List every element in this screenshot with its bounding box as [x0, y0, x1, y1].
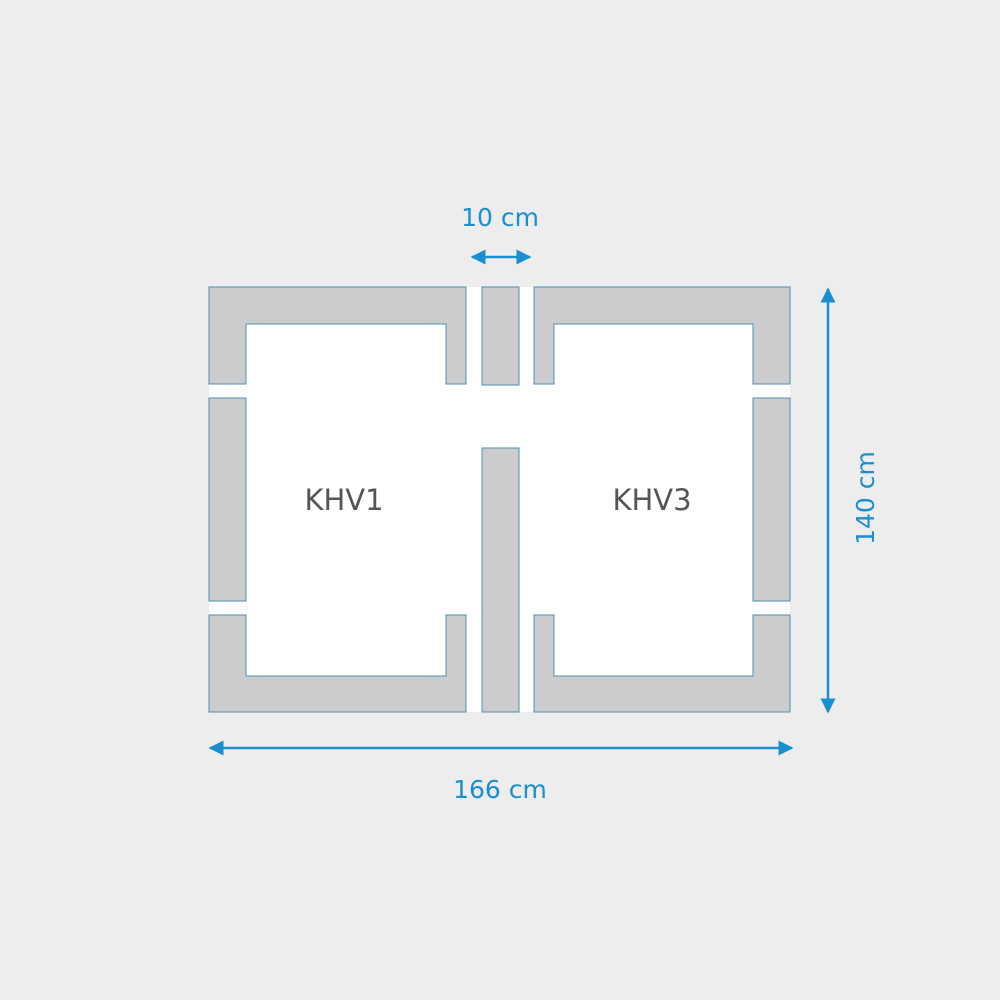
unit-label-right: KHV3 [612, 483, 691, 517]
left-side-piece [208, 397, 247, 602]
middle-connector [481, 286, 520, 713]
left-top-piece [208, 286, 467, 385]
width-dimension: 166 cm [208, 740, 794, 804]
right-top-piece [533, 286, 791, 385]
middle-bottom-piece [481, 447, 520, 713]
height-dimension-label: 140 cm [851, 451, 880, 545]
gap-dimension-label: 10 cm [461, 203, 539, 232]
left-bottom-piece [208, 614, 467, 713]
left-frame [208, 286, 467, 713]
width-dimension-label: 166 cm [453, 775, 547, 804]
gap-dimension: 10 cm [461, 203, 539, 265]
right-frame [533, 286, 791, 713]
middle-top-piece [481, 286, 520, 386]
right-bottom-piece [533, 614, 791, 713]
right-side-piece [752, 397, 791, 602]
height-dimension: 140 cm [820, 287, 880, 714]
unit-label-left: KHV1 [304, 483, 383, 517]
